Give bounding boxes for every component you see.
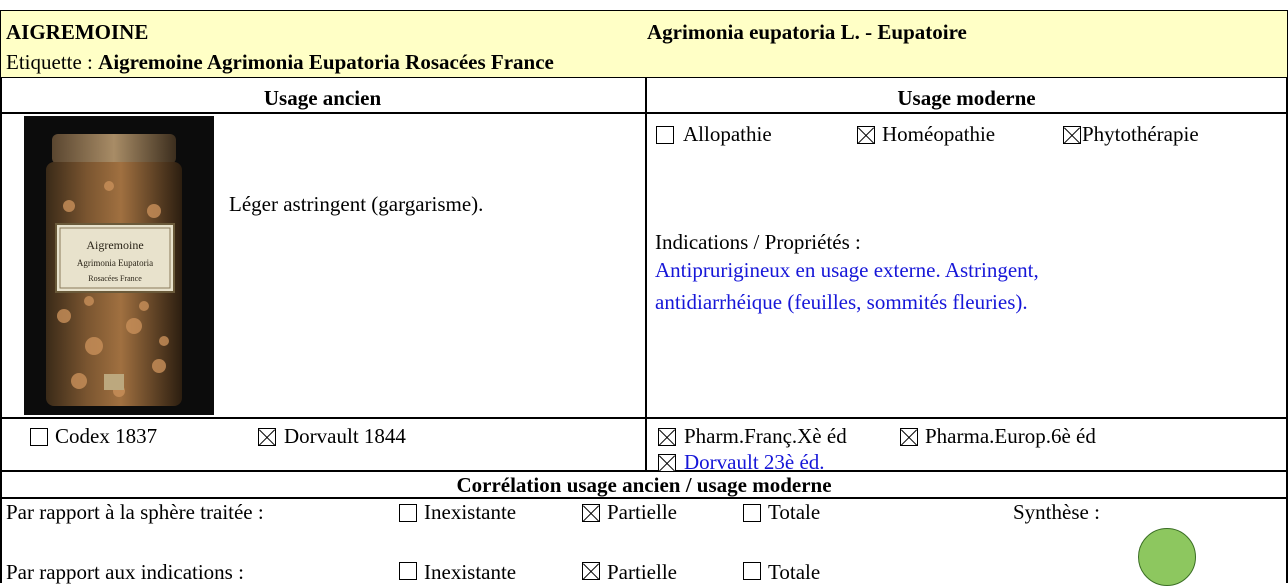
- label-dorvault-23: Dorvault 23è éd.: [684, 450, 825, 474]
- right-border: [1286, 78, 1288, 583]
- plant-name: AIGREMOINE: [6, 20, 149, 44]
- jar-label-line-1: Aigremoine: [86, 238, 143, 252]
- label-line: Etiquette : Aigremoine Agrimonia Eupator…: [6, 50, 554, 74]
- checkbox-dorvault-23[interactable]: [658, 454, 676, 472]
- indications-title: Indications / Propriétés :: [655, 230, 861, 254]
- label-codex-1837: Codex 1837: [55, 424, 158, 448]
- column-title-moderne: Usage moderne: [897, 86, 1036, 110]
- checkbox-sphere-inexistante[interactable]: [399, 504, 417, 522]
- synthese-indicator: [1138, 528, 1196, 586]
- column-title-ancien: Usage ancien: [263, 86, 382, 110]
- label-prefix: Etiquette :: [6, 50, 99, 74]
- correlation-title: Corrélation usage ancien / usage moderne: [456, 473, 832, 497]
- label-homeopathie: Homéopathie: [882, 122, 996, 146]
- latin-name: Agrimonia eupatoria L. - Eupatoire: [647, 20, 967, 44]
- label-sphere-partielle: Partielle: [607, 500, 677, 524]
- checkbox-pharm-franc[interactable]: [658, 428, 676, 446]
- column-divider: [645, 78, 647, 470]
- checkbox-sphere-partielle[interactable]: [582, 504, 600, 522]
- jar-photo: Aigremoine Agrimonia Eupatoria Rosacées …: [24, 116, 214, 415]
- checkbox-codex-1837[interactable]: [30, 428, 48, 446]
- checkbox-pharma-europ[interactable]: [900, 428, 918, 446]
- checkbox-allopathie[interactable]: [656, 126, 674, 144]
- left-border: [0, 78, 2, 583]
- checkbox-indications-inexistante[interactable]: [399, 562, 417, 580]
- header-band: [0, 10, 1288, 78]
- checkbox-dorvault-1844[interactable]: [258, 428, 276, 446]
- line-under-correlation-title: [0, 497, 1288, 499]
- label-indications-inexistante: Inexistante: [424, 560, 517, 584]
- label-dorvault-1844: Dorvault 1844: [284, 424, 406, 448]
- jar-illustration: Aigremoine Agrimonia Eupatoria Rosacées …: [24, 116, 214, 415]
- jar-label-line-2: Agrimonia Eupatoria: [77, 258, 153, 268]
- jar-label-line-3: Rosacées France: [88, 274, 142, 283]
- label-indications-totale: Totale: [768, 560, 821, 584]
- ancien-description: Léger astringent (gargarisme).: [229, 192, 484, 216]
- label-pharma-europ: Pharma.Europ.6è éd: [925, 424, 1096, 448]
- checkbox-indications-partielle[interactable]: [582, 562, 600, 580]
- checkbox-phytotherapie[interactable]: [1063, 126, 1081, 144]
- label-phytotherapie: Phytothérapie: [1082, 122, 1199, 146]
- synthese-label: Synthèse :: [1013, 500, 1100, 524]
- label-pharm-franc: Pharm.Franç.Xè éd: [684, 424, 847, 448]
- label-value: Aigremoine Agrimonia Eupatoria Rosacées …: [98, 50, 554, 74]
- label-indications-partielle: Partielle: [607, 560, 677, 584]
- line-above-sources: [0, 417, 1288, 419]
- label-sphere-inexistante: Inexistante: [424, 500, 517, 524]
- indications-line-2: antidiarrhéique (feuilles, sommités fleu…: [655, 290, 1028, 314]
- checkbox-homeopathie[interactable]: [857, 126, 875, 144]
- correlation-row-2-label: Par rapport aux indications :: [6, 560, 244, 584]
- label-sphere-totale: Totale: [768, 500, 821, 524]
- label-allopathie: Allopathie: [683, 122, 772, 146]
- checkbox-sphere-totale[interactable]: [743, 504, 761, 522]
- correlation-row-1-label: Par rapport à la sphère traitée :: [6, 500, 264, 524]
- indications-line-1: Antiprurigineux en usage externe. Astrin…: [655, 258, 1039, 282]
- checkbox-indications-totale[interactable]: [743, 562, 761, 580]
- line-under-columns: [0, 112, 1288, 114]
- line-above-correlation: [0, 470, 1288, 472]
